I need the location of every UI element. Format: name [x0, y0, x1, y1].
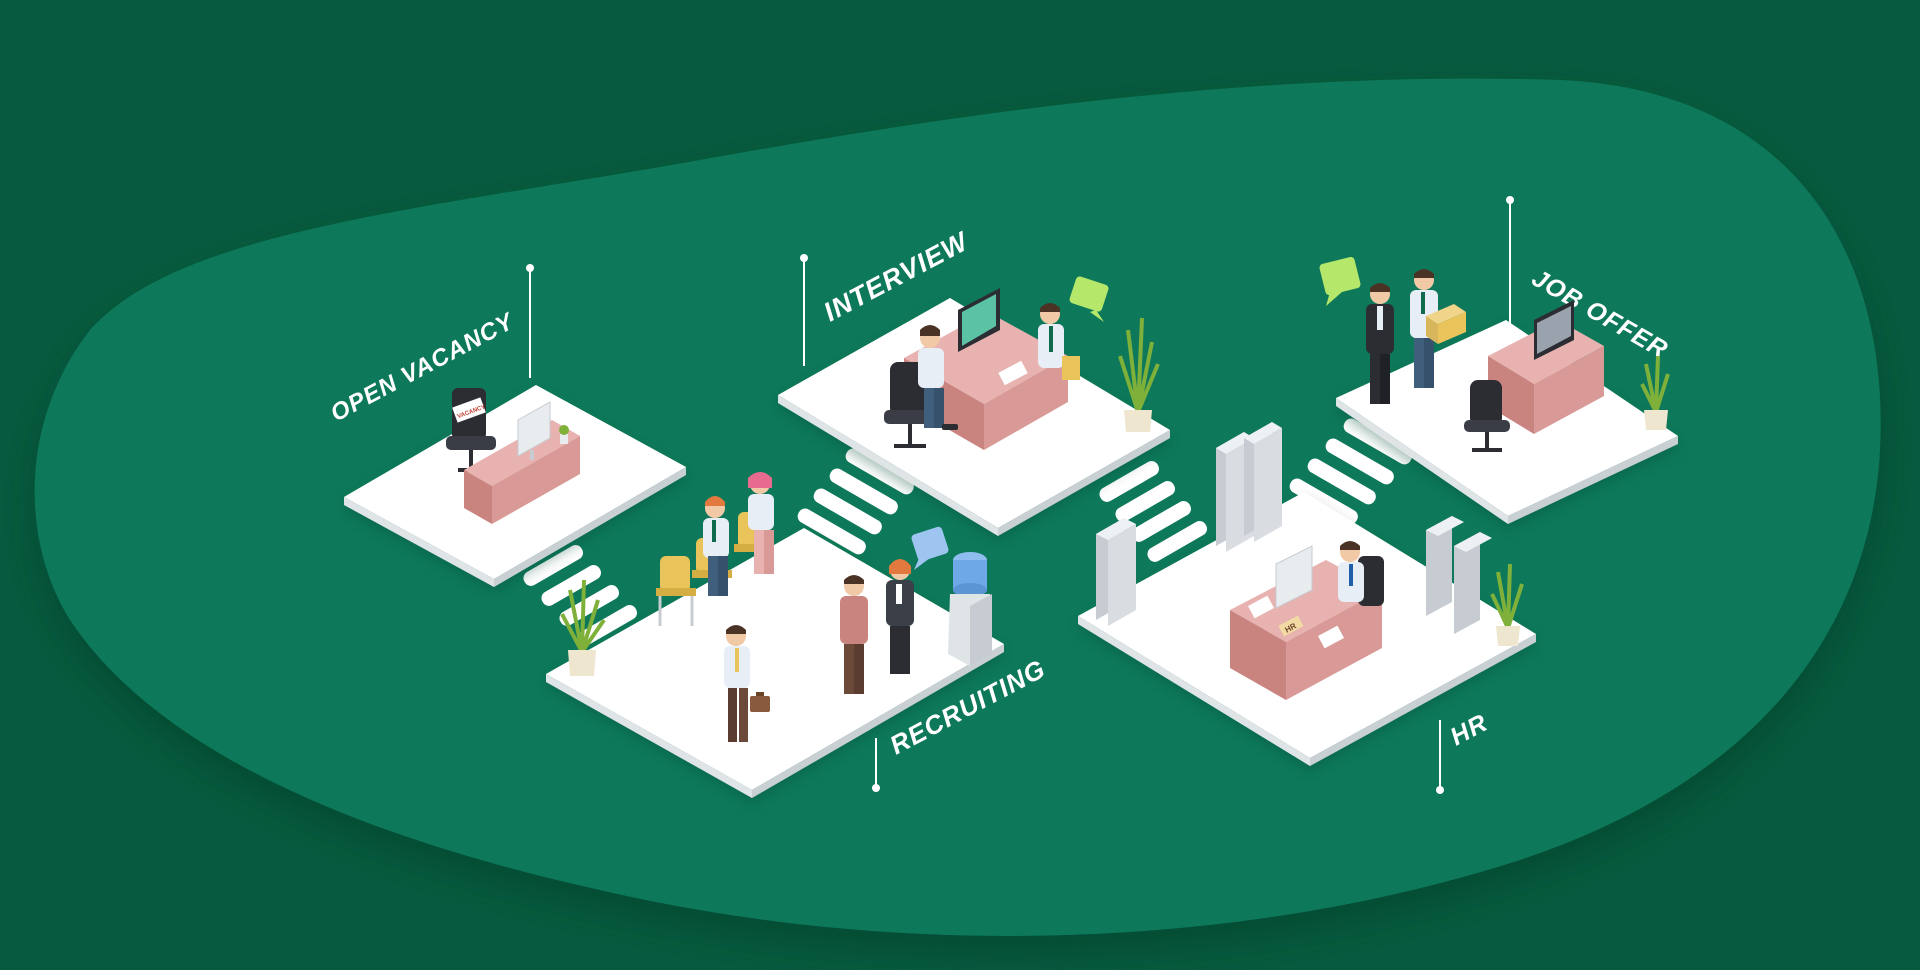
speech-bubble-icon — [911, 526, 949, 570]
label-pin-recruiting — [872, 738, 880, 792]
hr-scene: HR — [1096, 422, 1524, 700]
interview-scene — [884, 276, 1160, 450]
file-cabinet-icon — [1096, 518, 1136, 626]
potted-plant-icon — [1490, 563, 1524, 646]
person-new-hire — [1410, 269, 1466, 388]
office-chair-icon — [884, 362, 936, 448]
speech-bubble-icon — [1319, 256, 1361, 306]
person-walking-with-briefcase — [724, 625, 770, 742]
open-vacancy-scene: VACANCY — [446, 388, 580, 524]
label-pin-open-vacancy — [526, 264, 534, 378]
person-interviewer — [1038, 303, 1080, 380]
stairs-recruiting-to-interview — [797, 448, 914, 555]
job-offer-scene — [1319, 256, 1670, 452]
water-cooler-icon — [948, 552, 992, 666]
label-pin-hr — [1436, 720, 1444, 794]
label-pin-job-offer — [1506, 196, 1514, 328]
person-waiting-candidate — [703, 496, 729, 596]
stairs-hr-to-job-offer — [1289, 418, 1412, 525]
person-recruiter — [840, 575, 868, 694]
office-chair-icon — [1464, 380, 1510, 452]
waiting-chair — [656, 556, 696, 626]
person-applicant — [886, 559, 914, 674]
potted-plant-icon — [1118, 317, 1160, 432]
person-hr-manager — [1338, 541, 1384, 606]
stairs-interview-to-hr — [1099, 461, 1208, 562]
file-cabinet-icon — [1454, 532, 1492, 634]
file-cabinet-icon — [1426, 516, 1464, 616]
computer-monitor-icon — [1534, 300, 1574, 360]
computer-monitor-icon — [958, 288, 1000, 352]
label-pin-interview — [800, 254, 808, 366]
potted-plant-icon — [559, 425, 569, 444]
papers — [998, 360, 1028, 386]
recruiting-scene — [560, 472, 992, 742]
person-employer — [1366, 283, 1394, 404]
cardboard-box-icon — [1426, 304, 1466, 344]
person-candidate — [918, 325, 958, 430]
briefcase-icon — [750, 692, 770, 712]
speech-bubble-icon — [1069, 276, 1109, 322]
potted-plant-icon — [560, 579, 606, 676]
potted-plant-icon — [1640, 355, 1670, 430]
computer-monitor-icon — [517, 401, 551, 460]
person-waiting-candidate — [748, 472, 774, 574]
papers — [1248, 595, 1274, 619]
papers — [1318, 625, 1344, 649]
file-cabinet-icon — [1244, 422, 1282, 542]
computer-monitor-icon — [1275, 545, 1313, 609]
